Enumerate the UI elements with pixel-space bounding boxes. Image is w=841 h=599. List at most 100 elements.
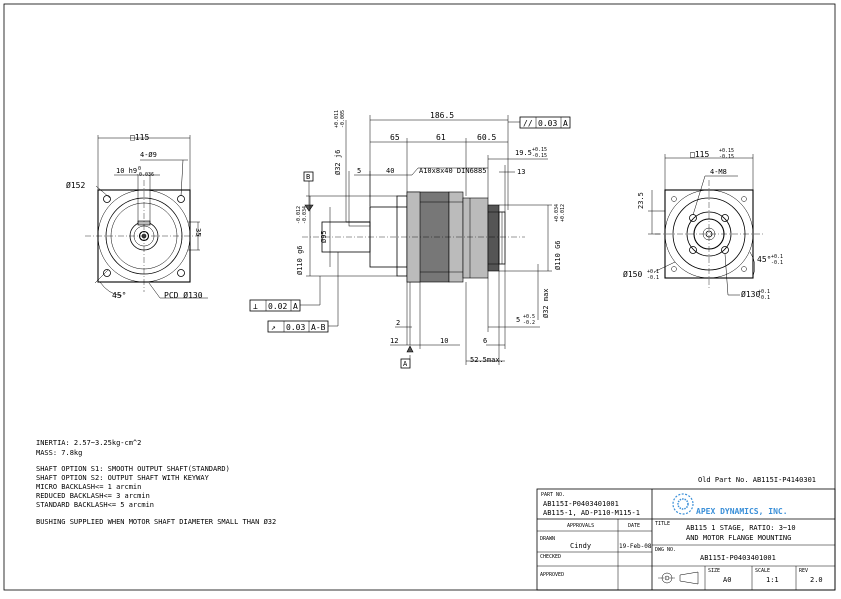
runout-fcf xyxy=(267,320,329,333)
datum-a-label: A xyxy=(403,360,408,368)
dia-95-dim: Ø95 xyxy=(320,230,328,243)
front-angle-dim: 45° xyxy=(112,291,126,300)
dim-6: 6 xyxy=(483,337,487,345)
front-bolt-hole xyxy=(103,195,111,203)
dim-525: 52.5max. xyxy=(470,356,504,364)
perpendicularity-value: 0.02 xyxy=(268,302,287,311)
svg-text:-0.2: -0.2 xyxy=(523,320,535,326)
svg-text:+0.15: +0.15 xyxy=(532,147,547,153)
svg-text:+0.1: +0.1 xyxy=(647,269,659,275)
rear-square-dim: □115 xyxy=(690,150,709,159)
svg-text:+0.011: +0.011 xyxy=(334,110,340,128)
front-bolt-hole xyxy=(177,195,185,203)
note-standard-backlash: STANDARD BACKLASH<= 5 arcmin xyxy=(36,501,154,509)
rear-thread-hole xyxy=(689,214,697,222)
motor-shaft-max-dim: Ø32 max xyxy=(542,288,550,318)
svg-text:-0.005: -0.005 xyxy=(340,110,346,128)
key-spec: A10x8x40 DIN6885 xyxy=(419,167,486,175)
dim-65: 65 xyxy=(390,133,400,142)
dim-13: 13 xyxy=(517,168,525,176)
drawing-scale: 1:1 xyxy=(766,576,779,584)
motor-flange xyxy=(462,197,489,279)
note-shaft-s1: SHAFT OPTION S1: SMOOTH OUTPUT SHAFT(STA… xyxy=(36,465,230,473)
svg-text:-0.1: -0.1 xyxy=(771,260,783,266)
svg-text:TITLE: TITLE xyxy=(655,521,670,527)
front-bolt-hole xyxy=(177,269,185,277)
svg-text:SIZE: SIZE xyxy=(708,568,720,574)
drawing-number: AB115I-P0403401001 xyxy=(700,554,776,562)
projection-symbol-icon xyxy=(658,571,699,585)
svg-text:-0.034: -0.034 xyxy=(302,206,308,224)
dim-605: 60.5 xyxy=(477,133,496,142)
svg-text:-0.012: -0.012 xyxy=(296,206,302,224)
datum-b-label: B xyxy=(306,173,310,181)
sheet-size: A0 xyxy=(723,576,731,584)
svg-text:+0.012: +0.012 xyxy=(560,204,566,222)
part-no-2: AB115-1, AD-P110-M115-1 xyxy=(543,509,640,517)
drawn-by: Cindy xyxy=(570,542,591,550)
front-keyway-dim: 10 h9 xyxy=(116,167,137,175)
old-part-number: Old Part No. AB115I-P4140301 xyxy=(698,476,816,484)
svg-text:⊥: ⊥ xyxy=(253,302,258,311)
sheet-border xyxy=(3,3,836,591)
svg-text:+0.1: +0.1 xyxy=(771,254,783,260)
svg-text:DWG NO.: DWG NO. xyxy=(655,547,676,553)
perpendicularity-fcf xyxy=(249,299,301,312)
runout-value: 0.03 xyxy=(286,323,305,332)
front-bolt-hole xyxy=(103,269,111,277)
svg-text:-0.15: -0.15 xyxy=(719,154,734,160)
shaft-dia-dim: Ø32 j6 xyxy=(334,150,342,175)
front-view: □115 4-Ø9 10 h9 0 -0.036 Ø152 35 45° PCD… xyxy=(66,133,208,300)
note-reduced-backlash: REDUCED BACKLASH<= 3 arcmin xyxy=(36,492,150,500)
svg-text:+0.034: +0.034 xyxy=(554,204,560,222)
dim-61: 61 xyxy=(436,133,446,142)
dim-40: 40 xyxy=(386,167,394,175)
motor-adapter-ring xyxy=(487,204,500,272)
note-micro-backlash: MICRO BACKLASH<= 1 arcmin xyxy=(36,483,141,491)
svg-text://: // xyxy=(523,119,533,128)
svg-text:↗: ↗ xyxy=(271,323,276,332)
note-bushing: BUSHING SUPPLIED WHEN MOTOR SHAFT DIAMET… xyxy=(36,518,276,526)
rear-thread-hole xyxy=(721,246,729,254)
rear-od-dim: Ø150 xyxy=(623,269,642,279)
note-shaft-s2: SHAFT OPTION S2: OUTPUT SHAFT WITH KEYWA… xyxy=(36,474,210,482)
rear-flange-od xyxy=(664,189,754,279)
title-block: PART NO. AB115I-P0403401001 AB115-1, AD-… xyxy=(536,488,836,591)
parallelism-fcf xyxy=(519,116,571,129)
company-logo-icon xyxy=(672,493,694,515)
svg-text:APPROVALS: APPROVALS xyxy=(567,523,594,529)
rear-angle-dim: 45° xyxy=(757,255,771,264)
runout-datum: A-B xyxy=(311,323,326,332)
pilot-dia-dim: Ø110 g6 xyxy=(296,245,304,275)
front-od-dim: Ø152 xyxy=(66,180,85,190)
svg-text:+0.5: +0.5 xyxy=(523,314,535,320)
parallelism-datum: A xyxy=(563,119,568,128)
front-holes-dim: 4-Ø9 xyxy=(140,151,157,159)
dim-2: 2 xyxy=(396,319,400,327)
dim-5: 5 xyxy=(357,167,361,175)
rear-thread-hole xyxy=(689,246,697,254)
front-square-dim: □115 xyxy=(130,133,149,142)
parallelism-value: 0.03 xyxy=(538,119,557,128)
svg-text:DRAWN: DRAWN xyxy=(540,536,555,542)
rear-thread-hole xyxy=(721,214,729,222)
notes-block: INERTIA: 2.57~3.25kg-cm^2 MASS: 7.8kg SH… xyxy=(36,439,276,526)
svg-text:-0.1: -0.1 xyxy=(647,275,659,281)
datum-a-box xyxy=(400,358,411,369)
drawn-date: 19-Feb-08 xyxy=(619,543,652,550)
svg-text:DATE: DATE xyxy=(628,523,640,529)
svg-text:0: 0 xyxy=(138,166,141,172)
rear-view: □115 +0.15 -0.15 4-M8 23.5 Ø150 +0.1 -0.… xyxy=(623,148,783,301)
svg-text:-0.15: -0.15 xyxy=(532,153,547,159)
svg-text:CHECKED: CHECKED xyxy=(540,554,561,560)
overall-length-dim: 186.5 xyxy=(430,111,454,120)
svg-text:REV: REV xyxy=(799,568,808,574)
rear-threads-dim: 4-M8 xyxy=(710,168,727,176)
title-line-1: AB115 1 STAGE, RATIO: 3~10 xyxy=(686,524,796,532)
svg-text:+0.1: +0.1 xyxy=(758,289,770,295)
front-pcd-dim: PCD Ø130 xyxy=(164,290,203,300)
dim-195: 19.5 xyxy=(515,149,532,157)
svg-text:PART NO.: PART NO. xyxy=(541,492,565,498)
title-line-2: AND MOTOR FLANGE MOUNTING xyxy=(686,534,791,542)
